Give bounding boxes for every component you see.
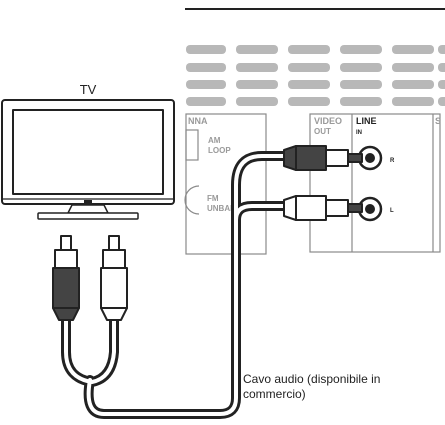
line-in-labels: LINE IN R L <box>356 116 395 214</box>
video-line-box <box>309 113 441 253</box>
rear-panel <box>184 113 441 255</box>
fm-terminal-arc <box>184 185 200 215</box>
receiver-vents <box>186 45 445 106</box>
antenna-box <box>185 113 267 255</box>
jack-r <box>357 145 383 171</box>
antenna-label: NNA <box>188 116 208 126</box>
cable-caption-line1: Cavo audio (disponibile in <box>243 372 380 386</box>
tv-icon <box>1 99 175 220</box>
audio-cable-inner <box>64 154 288 416</box>
plug-white-vertical <box>100 235 128 321</box>
am-loop-terminal <box>185 129 199 161</box>
line-label: LINE <box>356 116 377 126</box>
plug-white-horizontal <box>283 195 363 221</box>
unbal-label: UNBAL 75 <box>207 204 247 213</box>
loop-label: LOOP <box>208 146 231 155</box>
jack-l-label: L <box>390 208 394 214</box>
fm-label: FM <box>207 194 219 203</box>
line-in-label: IN <box>356 130 362 136</box>
video-label: VIDEO <box>314 116 342 126</box>
plug-red-horizontal <box>283 145 363 171</box>
cable-caption-line2: commercio) <box>243 387 306 401</box>
tv-label: TV <box>80 82 97 97</box>
video-out-label: OUT <box>314 127 331 136</box>
panel-labels: NNA AM LOOP FM UNBAL 75 VIDEO OUT S <box>188 116 441 213</box>
s-label: S <box>435 116 441 126</box>
am-label: AM <box>208 136 221 145</box>
jack-r-label: R <box>390 158 395 164</box>
plug-red-vertical <box>52 235 80 321</box>
